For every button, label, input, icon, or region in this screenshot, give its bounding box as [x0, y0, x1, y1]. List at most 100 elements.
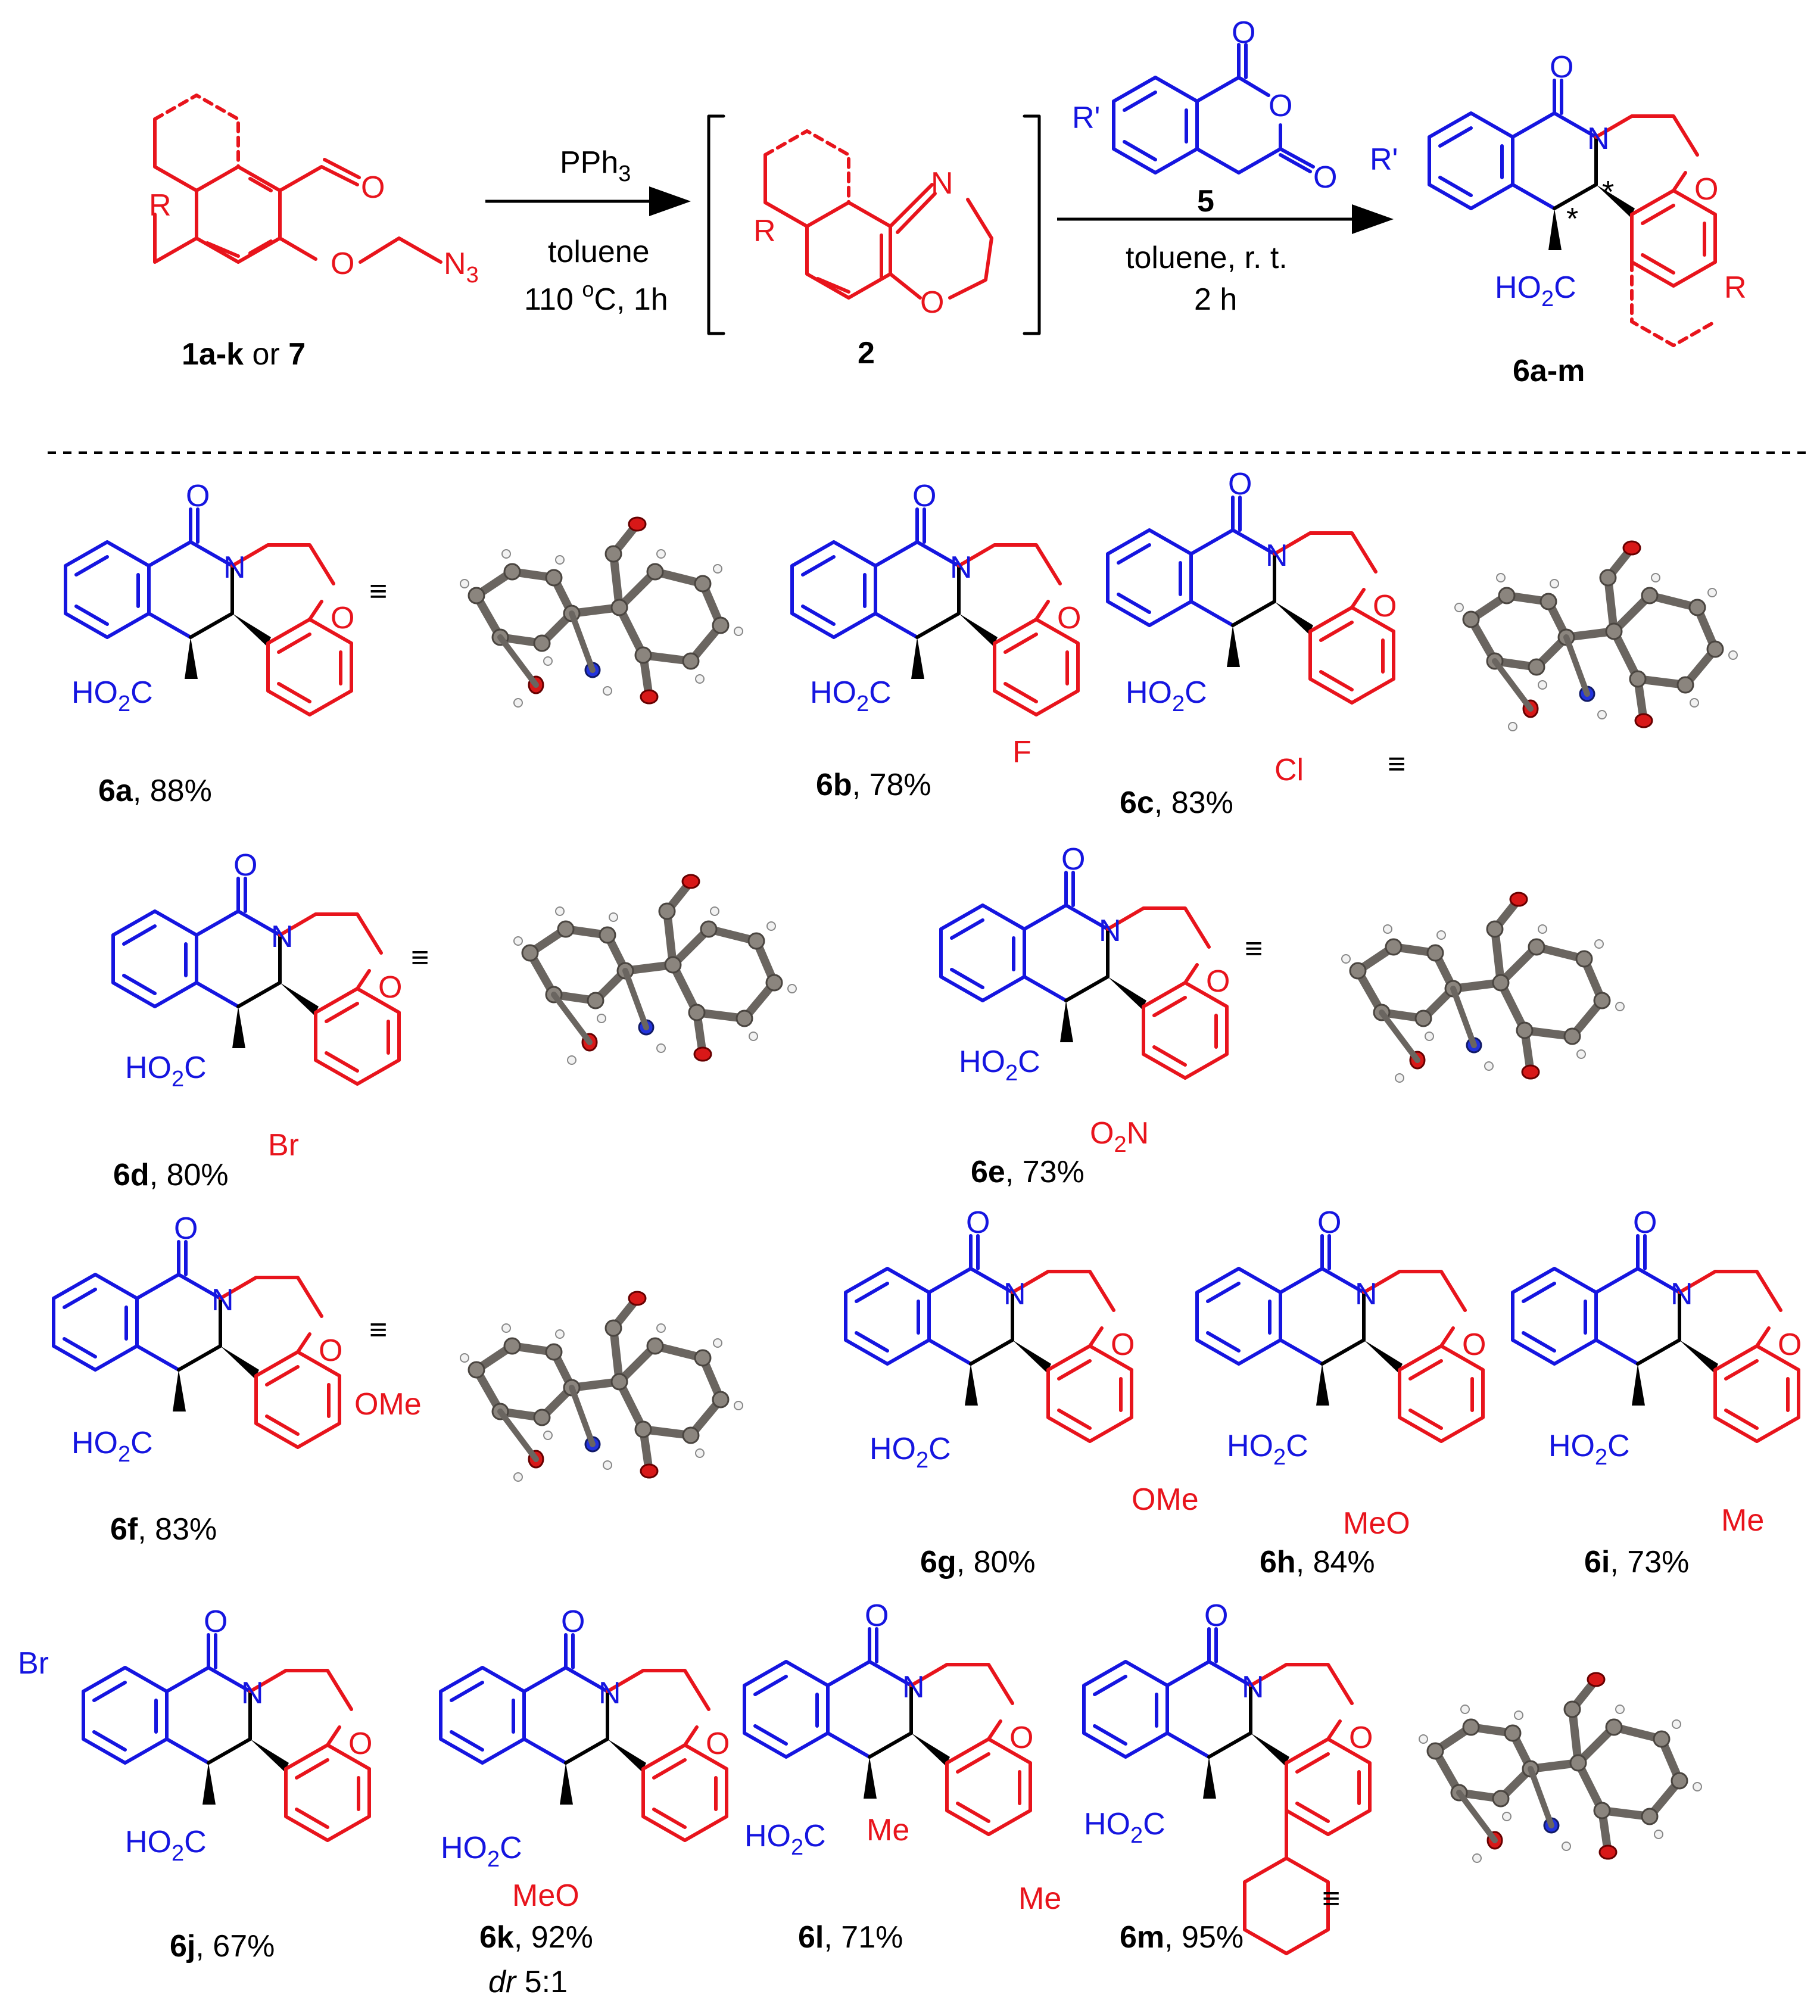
- svg-text:O: O: [174, 1211, 198, 1246]
- svg-text:HO2C: HO2C: [125, 1825, 207, 1866]
- crystal-structure-6d: [514, 875, 796, 1064]
- svg-text:N: N: [271, 920, 294, 954]
- svg-text:HO2C: HO2C: [125, 1051, 207, 1092]
- svg-text:O: O: [1778, 1328, 1802, 1362]
- compound-6m: O N O HO2C: [1084, 1599, 1373, 1955]
- compound-6f: O N O HO2C OMe: [54, 1211, 422, 1467]
- svg-text:N: N: [241, 1676, 264, 1710]
- compound-6h: O N O HO2C MeO: [1197, 1205, 1486, 1541]
- compound-6k-dr: dr 5:1: [488, 1965, 568, 1999]
- intermediate-label: 2: [858, 336, 875, 370]
- compound-6d-substituent: Br: [268, 1128, 299, 1163]
- svg-text:O: O: [706, 1727, 730, 1761]
- sm-azide: N3: [444, 247, 479, 288]
- svg-text:O: O: [348, 1727, 372, 1761]
- compound-6b-label: 6b, 78%: [816, 768, 931, 802]
- svg-text:HO2C: HO2C: [71, 1426, 153, 1467]
- svg-text:O: O: [331, 601, 354, 635]
- svg-text:O: O: [186, 479, 210, 513]
- svg-text:O: O: [1206, 964, 1230, 999]
- svg-text:HO2C: HO2C: [441, 1831, 522, 1872]
- compound-6i-label: 6i, 73%: [1584, 1545, 1689, 1579]
- equiv-symbol-6f: ≡: [369, 1313, 387, 1347]
- svg-text:N: N: [1266, 538, 1288, 573]
- svg-text:O: O: [1061, 842, 1085, 877]
- svg-text:N: N: [223, 550, 246, 585]
- reaction-scheme: O O R N3 1a-k or 7 PPh3 toluene 110 oC, …: [149, 15, 1747, 388]
- product-carbonyl-oxygen: O: [1550, 50, 1573, 85]
- product-r-group: R: [1724, 270, 1747, 305]
- compound-6d: O N O HO2C Br: [113, 848, 402, 1163]
- arrow2-time: 2 h: [1194, 282, 1237, 317]
- compound-6c-label: 6c, 83%: [1120, 786, 1233, 820]
- svg-text:O: O: [865, 1599, 889, 1633]
- sm-ether-oxygen: O: [331, 247, 354, 281]
- svg-text:HO2C: HO2C: [959, 1045, 1040, 1086]
- svg-text:N: N: [1004, 1277, 1026, 1311]
- compound-6b: O N O HO2C F: [792, 479, 1081, 769]
- svg-text:N: N: [599, 1676, 621, 1710]
- product-nitrogen: N: [1587, 121, 1610, 156]
- compound-6l: O N O HO2C Me Me: [744, 1599, 1061, 1916]
- compound-6j-substituent: Br: [18, 1646, 49, 1681]
- crystal-structure-6f: [460, 1292, 743, 1481]
- compound-6h-label: 6h, 84%: [1260, 1545, 1375, 1579]
- compound-6e-substituent: O2N: [1090, 1116, 1149, 1157]
- compound-6l-label: 6l, 71%: [798, 1920, 903, 1955]
- crystal-structure-6e: [1342, 893, 1624, 1082]
- svg-text:HO2C: HO2C: [810, 675, 892, 716]
- svg-text:O: O: [1317, 1205, 1341, 1240]
- compound-6g: O N O HO2C OMe: [846, 1205, 1199, 1517]
- svg-text:HO2C: HO2C: [870, 1432, 951, 1473]
- product-acid: HO2C: [1495, 270, 1576, 311]
- reagent-label: 5: [1197, 184, 1214, 219]
- product-stereo-star-2: *: [1602, 175, 1614, 210]
- svg-text:O: O: [378, 970, 402, 1005]
- arrow1-solvent: toluene: [548, 235, 650, 269]
- svg-text:HO2C: HO2C: [71, 675, 153, 716]
- svg-text:N: N: [902, 1670, 925, 1705]
- sm-r-group: R: [149, 188, 172, 223]
- reagent-anhydride-structure: O O O R': [1072, 15, 1337, 195]
- compound-6f-label: 6f, 83%: [110, 1512, 217, 1547]
- arrow1-reagent: PPh3: [560, 145, 631, 186]
- compound-6f-substituent: OMe: [354, 1387, 422, 1422]
- compound-6d-label: 6d, 80%: [113, 1158, 229, 1192]
- int-r-group: R: [753, 214, 776, 248]
- int-imine-nitrogen: N: [931, 166, 953, 201]
- svg-text:O: O: [966, 1205, 990, 1240]
- svg-text:O: O: [319, 1333, 342, 1368]
- compound-6a: O N O HO2C: [66, 479, 354, 716]
- svg-text:N: N: [950, 550, 973, 585]
- crystal-structure-6c: [1455, 541, 1737, 731]
- svg-text:O: O: [1228, 467, 1252, 501]
- svg-text:O: O: [1633, 1205, 1657, 1240]
- starting-material-label: 1a-k or 7: [182, 337, 306, 372]
- equiv-symbol-6d: ≡: [411, 940, 429, 975]
- svg-text:O: O: [1373, 589, 1397, 624]
- svg-text:N: N: [1671, 1277, 1693, 1311]
- compound-6b-substituent: F: [1012, 735, 1031, 769]
- compound-6k: O N O HO2C MeO: [441, 1604, 730, 1913]
- equiv-symbol-6m: ≡: [1322, 1881, 1340, 1916]
- product-label: 6a-m: [1513, 354, 1585, 388]
- svg-text:N: N: [1099, 914, 1121, 948]
- svg-text:O: O: [1462, 1328, 1486, 1362]
- compound-6g-label: 6g, 80%: [920, 1545, 1036, 1579]
- crystal-structure-6m: [1419, 1673, 1701, 1862]
- svg-text:HO2C: HO2C: [1548, 1429, 1630, 1470]
- arrow1-conditions: 110 oC, 1h: [524, 277, 668, 317]
- svg-text:HO2C: HO2C: [1227, 1429, 1308, 1470]
- compound-6g-substituent: OMe: [1132, 1482, 1199, 1517]
- intermediate-structure: N O R: [707, 114, 1041, 335]
- compound-6i: O N O HO2C Me: [1513, 1205, 1802, 1538]
- compound-6k-substituent: MeO: [512, 1878, 579, 1913]
- product-stereo-star-1: *: [1566, 202, 1578, 236]
- compound-6h-substituent: MeO: [1343, 1506, 1410, 1541]
- reagent-r-group: R': [1072, 101, 1100, 135]
- starting-material-structure: O O R N3: [149, 94, 479, 288]
- svg-text:O: O: [1111, 1328, 1135, 1362]
- svg-text:O: O: [204, 1604, 228, 1639]
- compound-6k-label: 6k, 92%: [479, 1920, 593, 1955]
- svg-text:O: O: [1009, 1721, 1033, 1755]
